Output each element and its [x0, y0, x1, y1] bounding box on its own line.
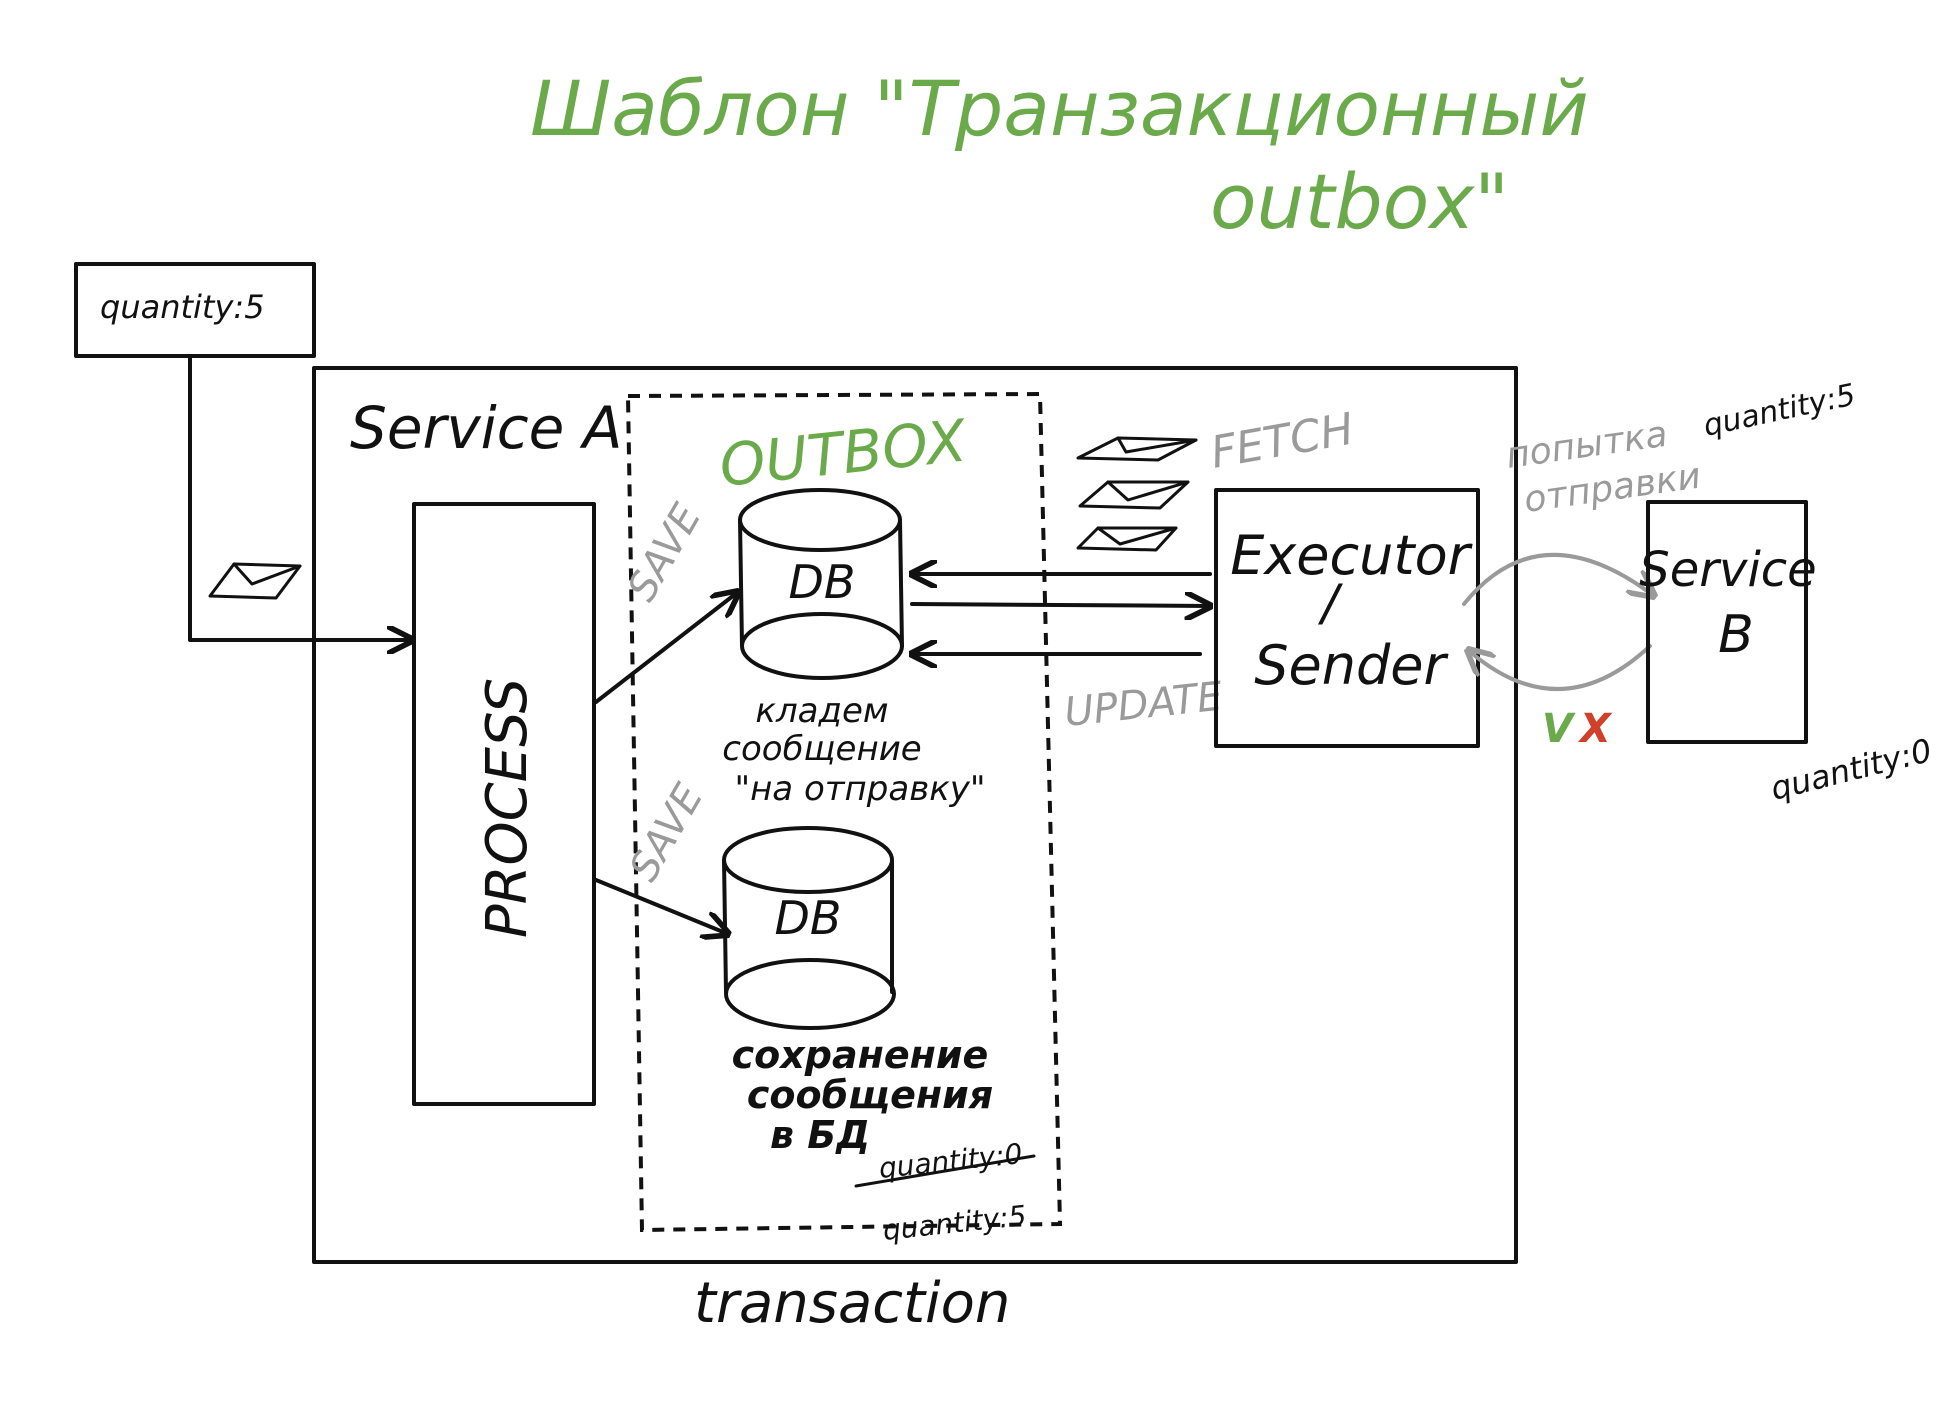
db-data-caption-3: в БД: [770, 1113, 870, 1157]
title-line-2: outbox": [1210, 157, 1509, 246]
input-message-box: [74, 262, 316, 358]
db-data-caption-2: сообщения: [747, 1073, 993, 1117]
send-attempt-arrow: [1462, 553, 1654, 606]
save-arrow-top: [594, 592, 738, 704]
db-data-caption-1: сохранение: [732, 1033, 989, 1077]
db-outbox-cylinder: [738, 488, 904, 680]
update-label: UPDATE: [1062, 674, 1225, 736]
process-label: PROCESS: [475, 678, 540, 938]
transaction-label: transaction: [694, 1271, 1010, 1336]
deliver-arrow: [910, 604, 1210, 606]
db-outbox-caption-1: кладем: [755, 691, 888, 731]
db-data-cylinder: [722, 826, 896, 1030]
service-b-box: [1646, 500, 1808, 744]
service-b-label-2: B: [1718, 605, 1754, 665]
db-data-label: DB: [775, 891, 842, 945]
quantity-new: quantity:5: [881, 1199, 1028, 1247]
save-label-bottom: SAVE: [621, 776, 713, 889]
db-outbox-caption-3: "на отправку": [734, 769, 985, 809]
result-ok-mark: V: [1542, 706, 1576, 752]
executor-label: Executor: [1230, 524, 1472, 587]
fetched-messages-icon: [1076, 436, 1198, 552]
outbox-region: [625, 391, 1063, 1233]
strike-line: [854, 1154, 1036, 1188]
db-outbox-label: DB: [789, 555, 856, 609]
db-outbox-caption-2: сообщение: [722, 729, 921, 769]
save-arrow-bottom: [594, 878, 728, 934]
service-b-quantity-top: quantity:5: [1700, 378, 1858, 444]
executor-sender-box: [1214, 488, 1480, 748]
outbox-label: OUTBOX: [716, 406, 970, 500]
service-a-box: [312, 366, 1518, 1264]
title-line-1: Шаблон "Транзакционный: [530, 64, 1589, 153]
send-result-arrow: [1468, 644, 1652, 691]
service-a-label: Service A: [350, 394, 622, 462]
envelope-icon: [208, 562, 302, 600]
input-arrow: [188, 356, 412, 640]
service-b-label-1: Service: [1639, 542, 1816, 598]
sender-label: Sender: [1254, 634, 1448, 697]
input-message-label: quantity:5: [100, 288, 265, 326]
process-box: [412, 502, 596, 1106]
fetch-label: FETCH: [1207, 404, 1357, 479]
result-fail-mark: X: [1577, 706, 1613, 752]
